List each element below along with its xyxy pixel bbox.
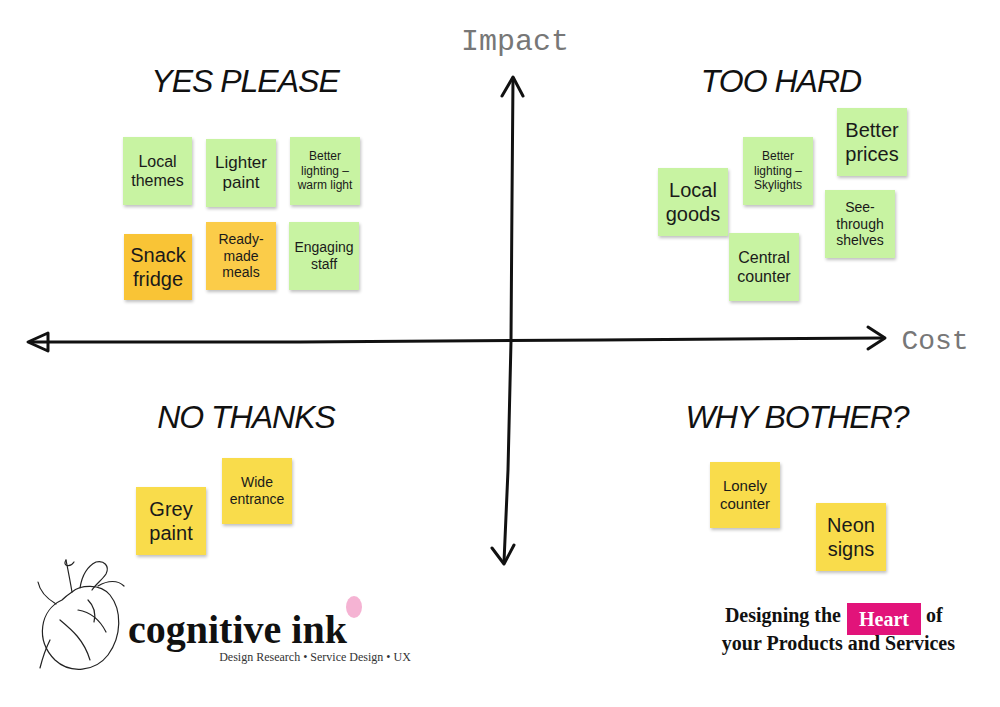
sticky-note: Better lighting – Skylights: [743, 137, 813, 205]
note-text: Central counter: [733, 248, 795, 286]
sticky-note: Wide entrance: [222, 458, 292, 524]
sticky-note: Lonely counter: [710, 462, 780, 528]
note-text: Ready-made meals: [210, 231, 272, 281]
sticky-note: Grey paint: [136, 487, 206, 555]
note-text: Better lighting – Skylights: [747, 149, 809, 192]
logo-text: cognitive ink: [128, 606, 428, 654]
quadrant-heading: YES PLEASE: [95, 62, 395, 100]
tagline-text: Designing the: [601, 603, 841, 627]
note-text: See-through shelves: [829, 199, 891, 249]
sticky-note: Local themes: [123, 137, 192, 205]
note-text: Lonely counter: [714, 477, 776, 513]
note-text: Lighter paint: [210, 153, 272, 194]
sticky-note: Better prices: [837, 108, 907, 176]
quadrant-heading: WHY BOTHER?: [647, 398, 947, 436]
note-text: Snack fridge: [128, 243, 188, 291]
sticky-note: Local goods: [658, 168, 728, 236]
arrow-head: [502, 77, 523, 96]
note-text: Engaging staff: [293, 239, 355, 273]
axis-label: Cost: [893, 325, 977, 359]
sticky-note: Better lighting – warm light: [290, 137, 360, 205]
tagline-text: your Products and Services: [600, 631, 955, 655]
sticky-note: Ready-made meals: [206, 222, 276, 290]
sticky-note: Neon signs: [816, 503, 886, 571]
note-text: Better lighting – warm light: [294, 149, 356, 192]
note-text: Neon signs: [820, 513, 882, 561]
note-text: Wide entrance: [226, 474, 288, 508]
note-text: Better prices: [841, 118, 903, 166]
note-text: Local themes: [127, 152, 188, 190]
quadrant-heading: TOO HARD: [631, 62, 931, 100]
sticky-note: See-through shelves: [825, 190, 895, 258]
arrow-head: [868, 327, 885, 349]
arrow-head: [28, 333, 48, 351]
quadrant-heading: NO THANKS: [96, 398, 396, 436]
heart-illustration: [38, 560, 124, 669]
note-text: Local goods: [662, 178, 724, 226]
tagline-text: of: [926, 603, 966, 627]
sticky-note: Central counter: [729, 233, 799, 301]
sticky-note: Lighter paint: [206, 139, 276, 207]
fingerprint-mark: [346, 596, 362, 618]
highlight-text: Heart: [859, 607, 909, 631]
axis-label: Impact: [437, 24, 593, 60]
arrow-head: [492, 545, 514, 564]
cost-axis: [30, 338, 884, 342]
highlight-box: Heart: [847, 603, 921, 635]
note-text: Grey paint: [140, 497, 202, 545]
impact-axis: [504, 78, 513, 562]
sticky-note: Snack fridge: [124, 234, 192, 300]
sticky-note: Engaging staff: [289, 222, 359, 290]
logo-text: Design Research • Service Design • UX: [200, 650, 430, 664]
